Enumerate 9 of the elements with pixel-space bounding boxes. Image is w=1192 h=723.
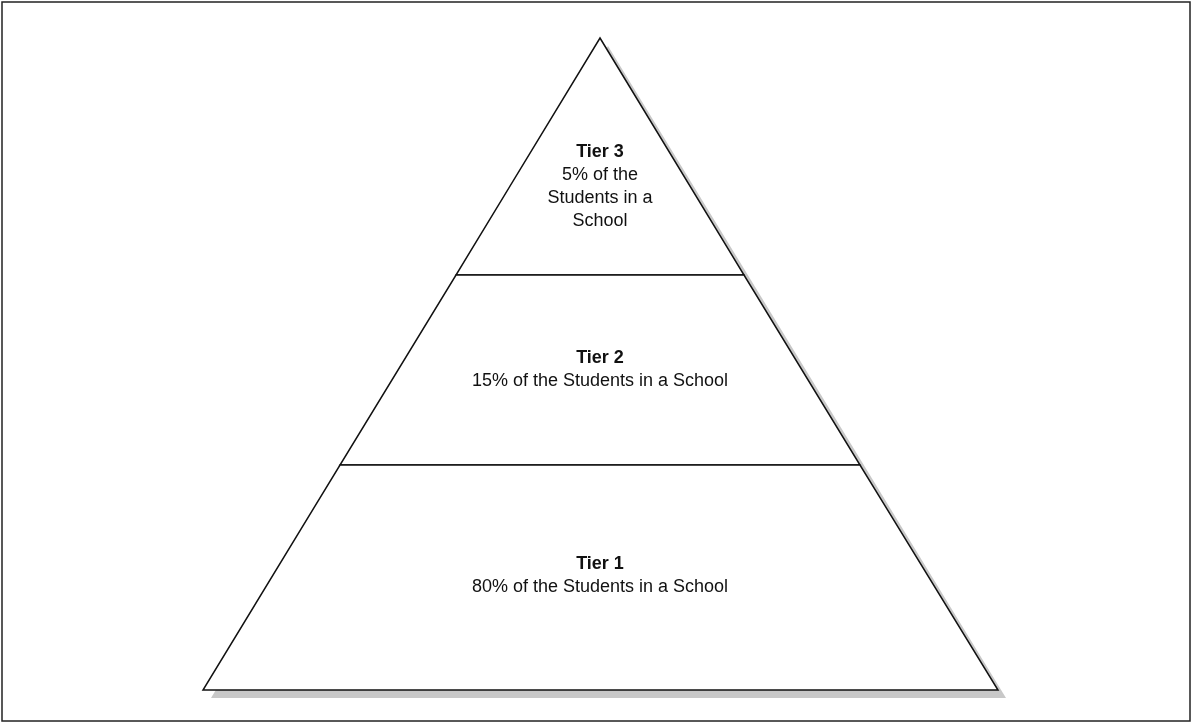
tier-description: 15% of the Students in a School: [470, 369, 730, 392]
tier-description: 80% of the Students in a School: [470, 575, 730, 598]
pyramid-tier: [340, 275, 860, 465]
tier-title: Tier 2: [575, 346, 625, 369]
tier-description: 5% of the Students in a School: [546, 163, 654, 232]
tier-title: Tier 1: [575, 552, 625, 575]
tier-title: Tier 3: [575, 140, 625, 163]
pyramid-tier: [203, 465, 998, 690]
pyramid-tier: [456, 38, 744, 275]
